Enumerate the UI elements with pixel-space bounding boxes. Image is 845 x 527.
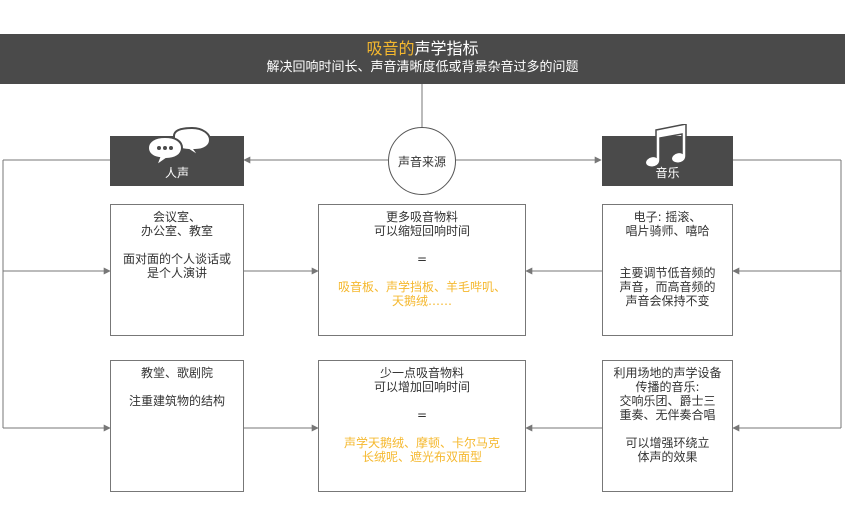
source-circle: 声音来源 [388,127,456,195]
music-category-label: 音乐 [655,166,680,180]
box-text: 教堂、歌剧院 [140,366,213,380]
music-category: 音乐 [602,124,733,186]
music-notes-icon [644,124,687,168]
box-text: 面对面的个人谈话或 [122,252,231,266]
box-text: 声音，而高音频的 [619,280,716,294]
more-absorption-box: 更多吸音物料 可以缩短回响时间 = 吸音板、声学挡板、羊毛哔叽、 天鹅绒…… [318,204,526,336]
voice-category: 人声 [110,126,244,186]
box-text: 少一点吸音物料 [379,366,464,380]
box-text: 利用场地的声学设备 [613,366,722,380]
materials-text: 声学天鹅绒、摩顿、卡尔马克 [343,436,500,450]
materials-text: 吸音板、声学挡板、羊毛哔叽、 [337,280,506,294]
page-title: 吸音的声学指标 [0,39,845,59]
title-accent: 吸音的 [366,39,415,58]
source-label: 声音来源 [397,154,446,169]
box-text: 唱片骑师、嘻哈 [625,224,710,238]
box-text: 体声的效果 [637,450,698,464]
box-text: 注重建筑物的结构 [128,394,225,408]
box-text: 重奏、无伴奏合唱 [619,408,716,422]
box-text: 是个人演讲 [146,266,207,280]
voice-category-label: 人声 [164,166,189,180]
box-text: 电子: 摇滚、 [633,210,702,224]
box-text: 主要调节低音频的 [619,266,716,280]
materials-text: 长绒呢、遮光布双面型 [361,450,482,464]
box-text: 更多吸音物料 [385,210,458,224]
equals-sign: = [416,252,428,266]
voice-meeting-box: 会议室、 办公室、教室 面对面的个人谈话或 是个人演讲 [110,204,244,336]
equals-sign: = [416,408,428,422]
music-acoustic-box: 利用场地的声学设备 传播的音乐: 交响乐团、爵士三 重奏、无伴奏合唱 可以增强环… [602,360,733,492]
box-text: 声音会保持不变 [625,294,710,308]
box-text: 传播的音乐: [635,380,700,394]
box-text: 可以增加回响时间 [373,380,470,394]
box-text: 可以缩短回响时间 [373,224,470,238]
voice-church-box: 教堂、歌剧院 注重建筑物的结构 [110,360,244,492]
title-rest: 声学指标 [414,39,479,58]
box-text: 交响乐团、爵士三 [619,394,716,408]
box-text: 可以增强环绕立 [625,436,710,450]
materials-text: 天鹅绒…… [391,294,452,308]
music-electronic-box: 电子: 摇滚、 唱片骑师、嘻哈 主要调节低音频的 声音，而高音频的 声音会保持不… [602,204,733,336]
speech-bubbles-icon [148,126,210,169]
box-text: 办公室、教室 [140,224,213,238]
page-subtitle: 解决回响时间长、声音清晰度低或背景杂音过多的问题 [266,60,579,75]
box-text: 会议室、 [152,210,201,224]
header-banner: 吸音的声学指标 解决回响时间长、声音清晰度低或背景杂音过多的问题 [0,34,845,84]
less-absorption-box: 少一点吸音物料 可以增加回响时间 = 声学天鹅绒、摩顿、卡尔马克 长绒呢、遮光布… [318,360,526,492]
